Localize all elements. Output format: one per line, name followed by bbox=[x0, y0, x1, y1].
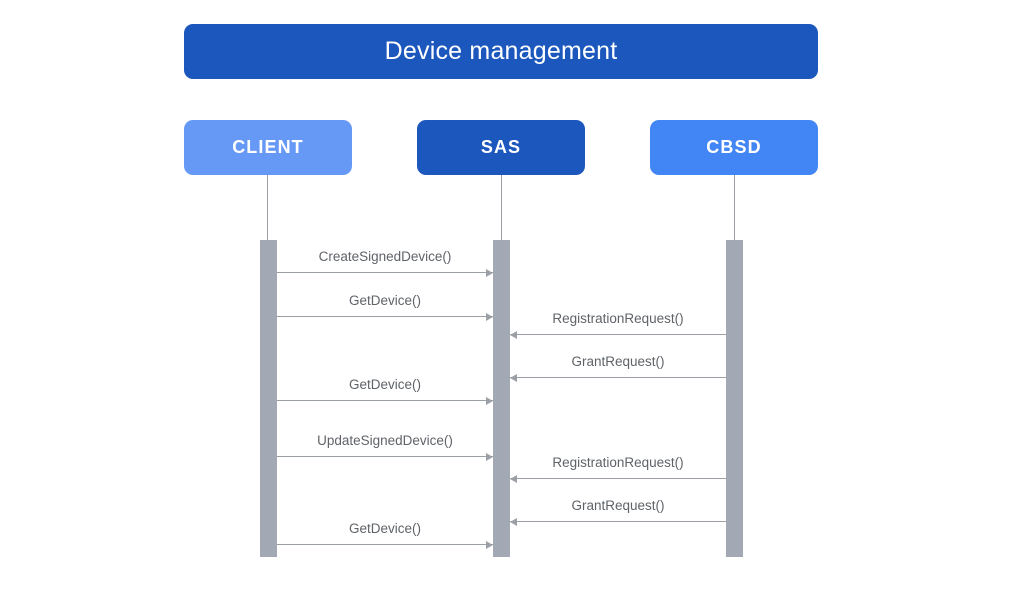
message-arrow[interactable]: CreateSignedDevice() bbox=[277, 249, 493, 277]
message-label: GetDevice() bbox=[348, 293, 421, 308]
message-line bbox=[277, 400, 493, 401]
arrow-head-icon bbox=[510, 330, 517, 339]
message-label: GetDevice() bbox=[348, 377, 421, 392]
activation-bar-cbsd bbox=[726, 240, 743, 557]
message-arrow[interactable]: GetDevice() bbox=[277, 293, 493, 321]
message-line bbox=[277, 272, 493, 273]
participant-cbsd[interactable]: CBSD bbox=[650, 120, 818, 175]
message-label: RegistrationRequest() bbox=[552, 455, 684, 470]
participant-label: SAS bbox=[480, 137, 522, 157]
message-line bbox=[277, 544, 493, 545]
arrow-head-icon bbox=[486, 452, 493, 461]
message-line bbox=[510, 377, 726, 378]
arrow-head-icon bbox=[486, 312, 493, 321]
page-title: Device management bbox=[384, 37, 618, 65]
activation-bar-client bbox=[260, 240, 277, 557]
message-arrow[interactable]: GetDevice() bbox=[277, 377, 493, 405]
message-label: CreateSignedDevice() bbox=[318, 249, 452, 264]
message-arrow[interactable]: RegistrationRequest() bbox=[510, 311, 726, 339]
participant-client[interactable]: CLIENT bbox=[184, 120, 352, 175]
participant-sas[interactable]: SAS bbox=[417, 120, 585, 175]
message-line bbox=[510, 521, 726, 522]
message-label: UpdateSignedDevice() bbox=[317, 433, 453, 448]
message-label: GrantRequest() bbox=[571, 354, 665, 369]
message-arrow[interactable]: RegistrationRequest() bbox=[510, 455, 726, 483]
message-line bbox=[510, 334, 726, 335]
participant-label: CLIENT bbox=[232, 137, 304, 157]
message-label: RegistrationRequest() bbox=[552, 311, 684, 326]
arrow-head-icon bbox=[510, 517, 517, 526]
arrow-head-icon bbox=[486, 396, 493, 405]
arrow-head-icon bbox=[486, 268, 493, 277]
message-label: GrantRequest() bbox=[571, 498, 665, 513]
message-line bbox=[510, 478, 726, 479]
diagram-title-bar: Device management bbox=[184, 24, 818, 79]
message-arrow[interactable]: GrantRequest() bbox=[510, 354, 726, 382]
participant-label: CBSD bbox=[706, 137, 762, 157]
arrow-head-icon bbox=[510, 474, 517, 483]
activation-bar-sas bbox=[493, 240, 510, 557]
arrow-head-icon bbox=[510, 373, 517, 382]
message-label: GetDevice() bbox=[348, 521, 421, 536]
arrow-head-icon bbox=[486, 540, 493, 549]
message-line bbox=[277, 316, 493, 317]
message-arrow[interactable]: GrantRequest() bbox=[510, 498, 726, 526]
message-line bbox=[277, 456, 493, 457]
message-arrow[interactable]: UpdateSignedDevice() bbox=[277, 433, 493, 461]
message-arrow[interactable]: GetDevice() bbox=[277, 521, 493, 549]
